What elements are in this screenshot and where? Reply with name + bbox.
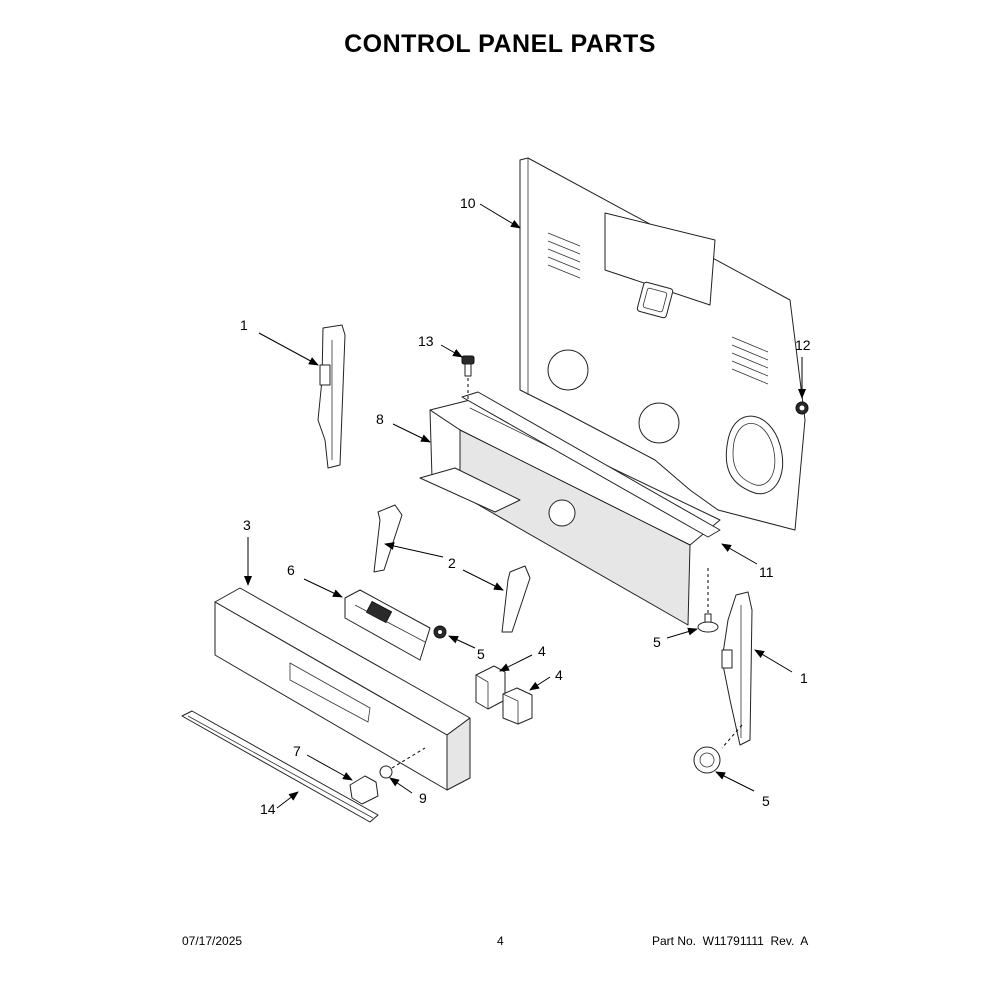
callout-13: 13 [418,333,434,349]
footer-date: 07/17/2025 [182,934,243,948]
part-5-screw-b [697,568,719,633]
callout-labels: 10 1 13 12 8 3 2 6 11 5 5 4 4 1 7 9 5 14 [240,195,811,817]
part-5-screw-c [693,724,743,774]
part-14-trim-strip [181,710,379,823]
callout-9: 9 [419,790,427,806]
footer-page-number: 4 [497,934,504,948]
callout-1-right: 1 [800,670,808,686]
part-1-left-side-bracket [317,324,346,469]
part-7-knob [349,775,379,805]
part-2-brackets [373,504,531,633]
callout-1-left: 1 [240,317,248,333]
callout-12: 12 [795,337,811,353]
callout-6: 6 [287,562,295,578]
callout-5-center: 5 [653,634,661,650]
left-vent-slots [547,232,581,279]
part-9-clip [379,747,426,779]
part-5-screw-a [433,625,447,639]
callout-5-board: 5 [477,646,485,662]
part-11-trim-strip [461,391,721,538]
part-13-screw [461,355,475,402]
callout-2: 2 [448,555,456,571]
part-8-panel-bracket [419,399,721,626]
callout-14: 14 [260,801,276,817]
callout-10: 10 [460,195,476,211]
part-4-switch-b [502,687,533,725]
callout-leaders [244,203,806,809]
part-1-right-side-bracket [721,591,753,746]
part-4-switch-a [475,665,506,710]
part-12-screw [795,401,809,415]
part-3-console-panel [214,587,471,791]
part-6-control-board [344,589,431,661]
footer-part-number: Part No. W11791111 Rev. A [652,934,809,948]
callout-4-lower: 4 [555,667,563,683]
callout-11: 11 [759,564,774,580]
callout-3: 3 [243,517,251,533]
callout-4-upper: 4 [538,643,546,659]
right-vent-slots [731,336,769,385]
callout-8: 8 [376,411,384,427]
page-title: CONTROL PANEL PARTS [344,30,656,58]
callout-5-lower: 5 [762,793,770,809]
callout-7: 7 [293,743,301,759]
part-10-rear-panel [519,157,806,531]
